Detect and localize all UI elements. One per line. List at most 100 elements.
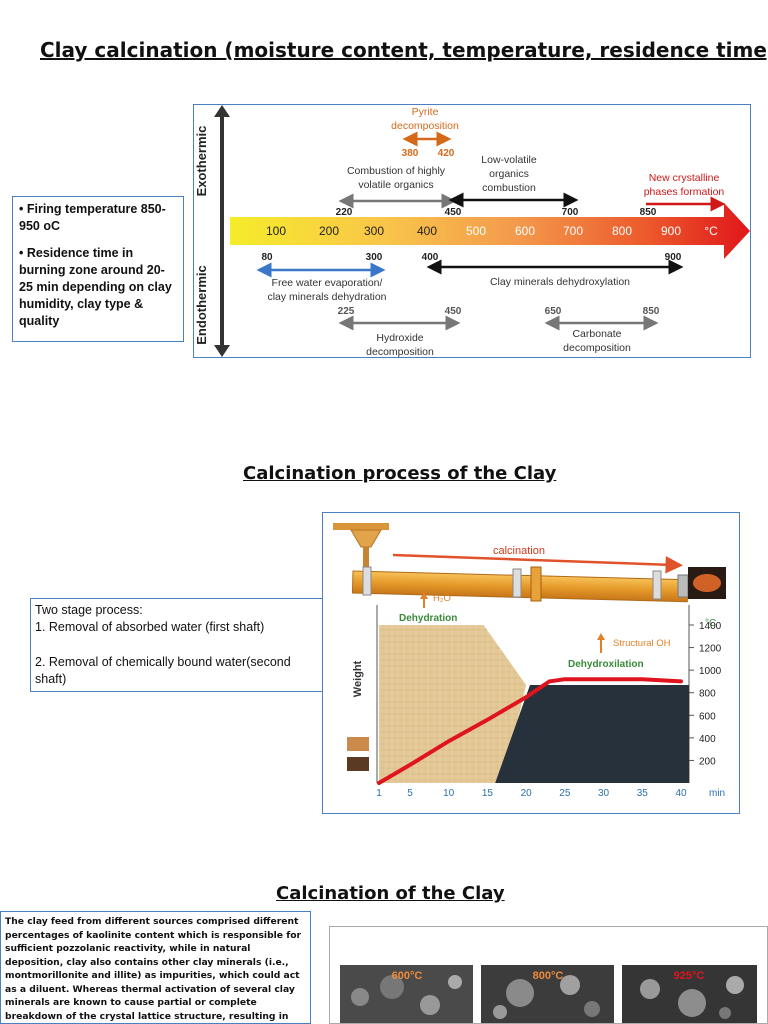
temperature-curve — [377, 677, 683, 785]
scale-tick-700: 700 — [563, 224, 583, 238]
temperature-scale-arrow — [230, 203, 750, 259]
dehyd-label: Clay minerals dehydroxylation — [490, 276, 630, 288]
x-tick-20: 20 — [521, 788, 533, 799]
scale-tick-300: 300 — [364, 224, 384, 238]
calcination-paragraph-box: The clay feed from different sources com… — [0, 911, 311, 1024]
scale-tick-100: 100 — [266, 224, 286, 238]
micrograph-svg: 600°C 800°C 925°C — [330, 927, 767, 1023]
crystal-start: 850 — [640, 207, 657, 218]
weight-axis-label: Weight — [352, 660, 364, 697]
x-tick-30: 30 — [598, 788, 610, 799]
structural-oh-label: Structural OH — [613, 638, 671, 649]
endothermic-label: Endothermic — [194, 265, 209, 344]
firing-notes-box: • Firing temperature 850-950 oC • Reside… — [12, 196, 184, 342]
flame-glow-icon — [693, 574, 721, 592]
y-tick-200: 200 — [699, 756, 716, 767]
calcined-clay-sample-image — [347, 757, 369, 771]
water-label-1: Free water evaporation/ — [272, 277, 383, 289]
pyrite-end: 420 — [438, 148, 455, 159]
lowvol-label-3: combustion — [482, 182, 536, 194]
y-tick-1200: 1200 — [699, 644, 722, 655]
dehydration-zone — [379, 625, 527, 783]
temperature-diagram-svg: Exothermic Endothermic 100 200 300 400 5… — [194, 105, 750, 358]
temperature-diagram: Exothermic Endothermic 100 200 300 400 5… — [193, 104, 751, 358]
crystal-label-1: New crystalline — [649, 172, 720, 184]
x-tick-15: 15 — [482, 788, 494, 799]
x-tick-1: 1 — [376, 788, 382, 799]
pyrite-label-2: decomposition — [391, 120, 459, 132]
x-tick-10: 10 — [443, 788, 455, 799]
pyrite-start: 380 — [402, 148, 419, 159]
x-tick-5: 5 — [407, 788, 413, 799]
volatile-start: 220 — [336, 207, 353, 218]
scale-tick-200: 200 — [319, 224, 339, 238]
section-title-process: Calcination process of the Clay — [243, 463, 557, 484]
micrograph-figure: 600°C 800°C 925°C — [329, 926, 768, 1024]
carbonate-label-2: decomposition — [563, 342, 631, 354]
section-title-calcination-clay: Calcination of the Clay — [276, 883, 505, 904]
exothermic-arrow-icon — [214, 105, 230, 117]
page-title-calcination: Clay calcination (moisture content, temp… — [40, 38, 768, 62]
endothermic-arrow-icon — [214, 345, 230, 357]
process-note-2: 2. Removal of chemically bound water(sec… — [35, 655, 291, 686]
calcination-label: calcination — [493, 545, 545, 557]
dehyd-end: 900 — [665, 252, 682, 263]
firing-temperature-note: • Firing temperature 850-950 oC — [19, 202, 166, 233]
y-tick-1400: 1400 — [699, 621, 722, 632]
lowvol-end: 700 — [562, 207, 579, 218]
calcination-arrow — [392, 553, 683, 574]
h2o-label: H₂O — [433, 593, 451, 604]
dehydration-label: Dehydration — [399, 613, 457, 624]
x-tick-40: 40 — [675, 788, 687, 799]
volatile-end: 450 — [445, 207, 462, 218]
y-tick-800: 800 — [699, 689, 716, 700]
carbonate-start: 650 — [545, 306, 562, 317]
micrograph-925 — [622, 965, 757, 1023]
calcination-chart-svg: calcination H₂O Weight °C min Dehydratio… — [333, 523, 726, 799]
process-notes-title: Two stage process: — [35, 603, 143, 617]
hydroxide-end: 450 — [445, 306, 462, 317]
minutes-unit-label: min — [709, 788, 725, 799]
micrograph-label-600: 600°C — [392, 970, 423, 982]
celsius-unit-label: °C — [705, 618, 716, 629]
micrograph-label-800: 800°C — [533, 970, 564, 982]
calcination-paragraph: The clay feed from different sources com… — [5, 916, 302, 1022]
residence-time-note: • Residence time in burning zone around … — [19, 246, 172, 328]
y-tick-600: 600 — [699, 711, 716, 722]
hydroxide-start: 225 — [338, 306, 355, 317]
micrograph-600 — [340, 965, 473, 1023]
hydroxide-label-2: decomposition — [366, 346, 434, 357]
dehyd-start: 400 — [422, 252, 439, 263]
hopper-icon — [333, 523, 389, 573]
volatile-label-2: volatile organics — [358, 179, 433, 191]
lowvol-label-1: Low-volatile — [481, 154, 537, 166]
scale-tick-900: 900 — [661, 224, 681, 238]
exothermic-label: Exothermic — [194, 126, 209, 197]
structural-oh-arrowhead-icon — [597, 633, 605, 640]
carbonate-label-1: Carbonate — [572, 328, 621, 340]
raw-clay-sample-image — [347, 737, 369, 751]
crystal-label-2: phases formation — [644, 186, 725, 198]
volatile-label-1: Combustion of highly — [347, 165, 446, 177]
x-tick-25: 25 — [559, 788, 571, 799]
scale-tick-unit: °C — [704, 224, 718, 238]
hydroxide-label-1: Hydroxide — [376, 332, 423, 344]
pyrite-label-1: Pyrite — [412, 106, 439, 118]
rotary-kiln-icon — [351, 566, 689, 603]
scale-tick-500: 500 — [466, 224, 486, 238]
water-end: 300 — [366, 252, 383, 263]
process-note-1: 1. Removal of absorbed water (first shaf… — [35, 620, 265, 634]
process-notes-box: Two stage process: 1. Removal of absorbe… — [30, 598, 324, 692]
scale-tick-400: 400 — [417, 224, 437, 238]
dehydroxilation-label: Dehydroxilation — [568, 659, 644, 670]
carbonate-end: 850 — [643, 306, 660, 317]
water-label-2: clay minerals dehydration — [267, 291, 386, 303]
water-start: 80 — [261, 252, 273, 263]
calcination-process-figure: calcination H₂O Weight °C min Dehydratio… — [322, 512, 740, 814]
y-tick-1000: 1000 — [699, 666, 722, 677]
micrograph-800 — [481, 965, 614, 1023]
lowvol-label-2: organics — [489, 168, 529, 180]
scale-tick-800: 800 — [612, 224, 632, 238]
x-tick-35: 35 — [637, 788, 649, 799]
y-tick-400: 400 — [699, 734, 716, 745]
